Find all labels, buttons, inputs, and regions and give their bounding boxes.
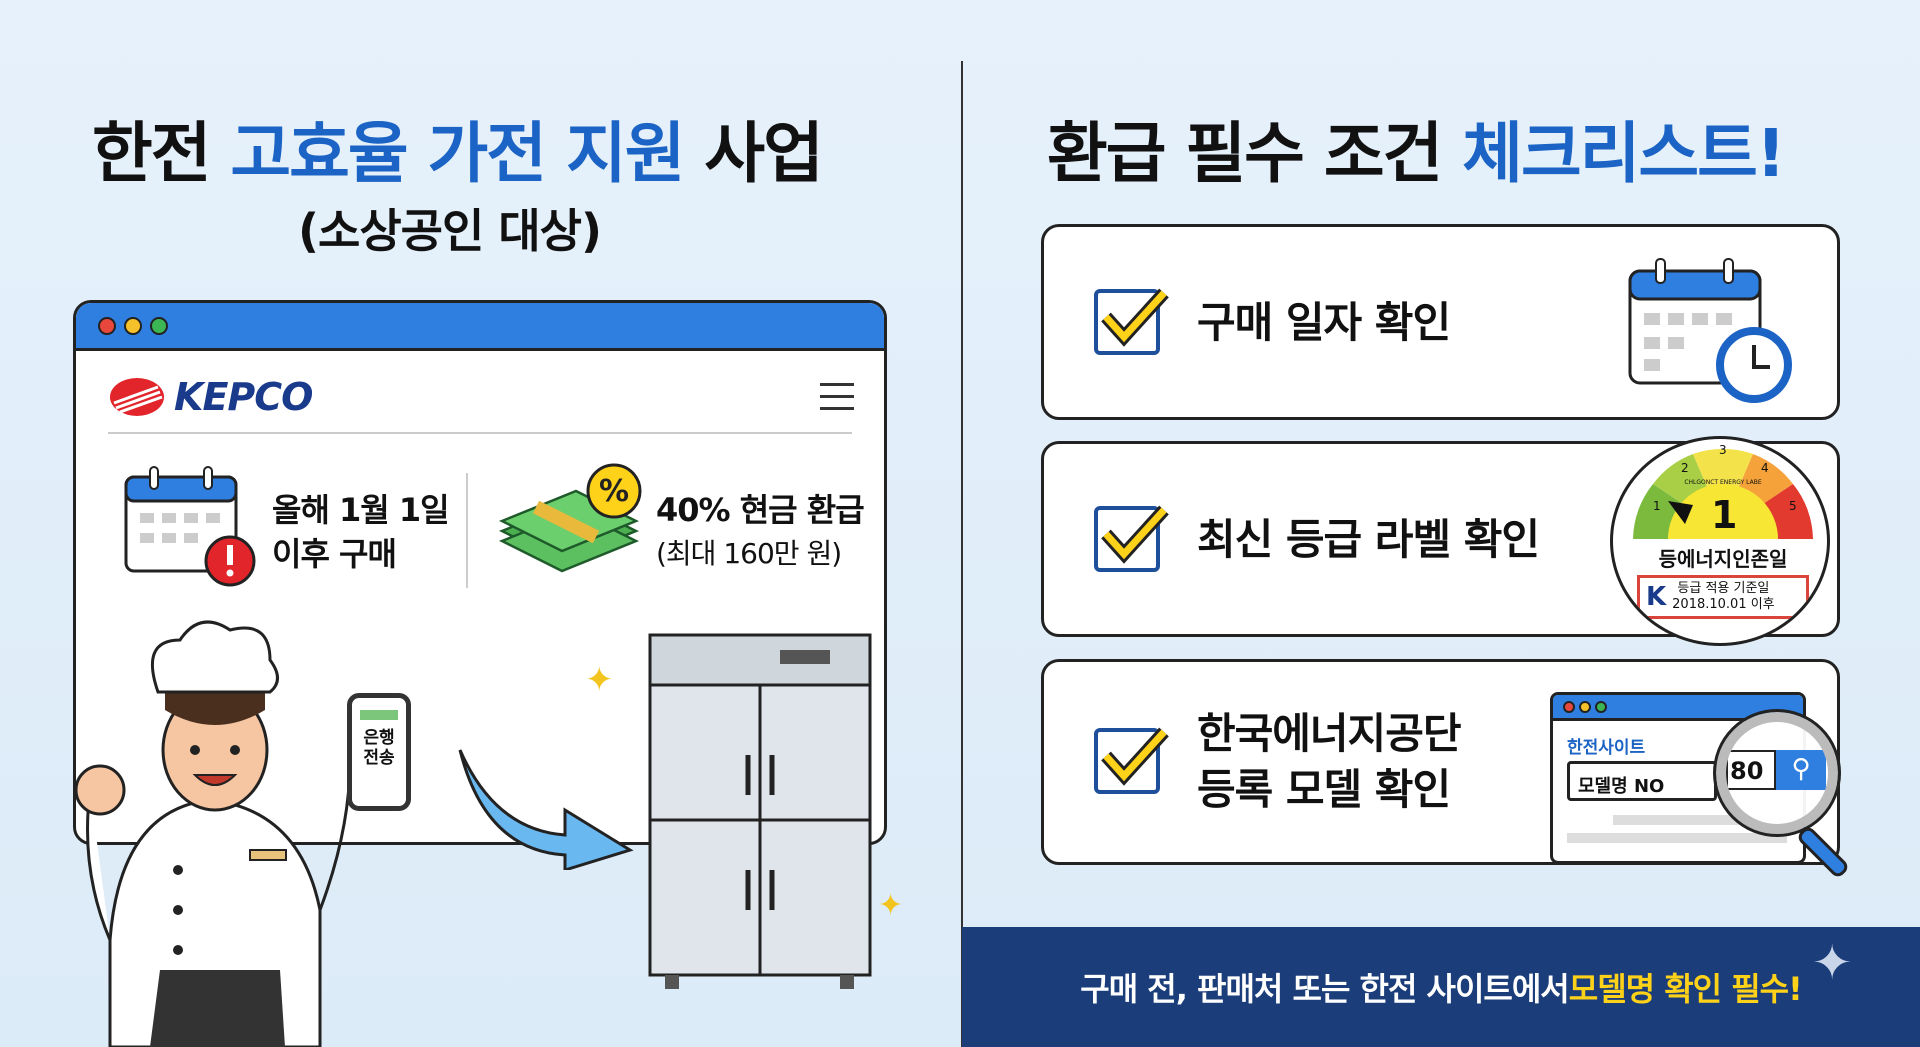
cashback-info: 40% 현금 환급 (최대 160만 원) <box>656 488 865 576</box>
calendar-clock-icon <box>1628 258 1792 403</box>
phone-text: 전송 <box>363 748 395 768</box>
zoomed-input-text: 80 <box>1726 750 1776 790</box>
label-line: 한국에너지공단 <box>1197 709 1461 758</box>
left-title: 한전 고효율 가전 지원 사업 <box>92 100 824 196</box>
title-part: 사업 <box>683 115 823 192</box>
info-line: 이후 구매 <box>272 535 397 573</box>
kc-text: 2018.10.01 이후 <box>1672 597 1775 612</box>
info-line: 올해 1월 1일 <box>272 491 450 529</box>
label-arc-text: CHLGONCT ENERGY LABE <box>1684 479 1762 486</box>
maximize-dot <box>150 316 168 335</box>
sparkle-icon: ✦ <box>878 888 904 923</box>
checkbox-checked[interactable] <box>1094 505 1169 572</box>
energy-efficiency-label: 1 2 3 4 5 CHLGONCT ENERGY LABE 1 등에너지인존일… <box>1610 436 1830 646</box>
browser-titlebar <box>76 303 884 351</box>
grade-number: 3 <box>1719 443 1727 457</box>
grade-number: 4 <box>1761 461 1769 475</box>
model-search-input[interactable]: 모델명 NO <box>1567 761 1717 801</box>
checkmark-icon <box>1101 505 1169 564</box>
sparkle-icon: ✦ <box>1812 935 1853 991</box>
title-part: 환급 필수 조건 <box>1047 115 1463 192</box>
checkbox-checked[interactable] <box>1094 727 1169 794</box>
calendar-alert-icon <box>124 466 256 587</box>
divider <box>466 473 468 588</box>
phone-text: 은행 <box>363 728 395 748</box>
hamburger-menu-icon[interactable] <box>820 383 854 410</box>
banner-text: 구매 전, 판매처 또는 한전 사이트에서 <box>1080 970 1569 1008</box>
search-button-icon[interactable]: ⚲ <box>1776 750 1826 790</box>
refrigerator-illustration <box>648 633 872 989</box>
title-highlight: 고효율 가전 지원 <box>230 115 685 192</box>
site-title: 한전사이트 <box>1567 738 1646 758</box>
placeholder-line <box>1613 815 1783 825</box>
kc-text: 등급 적용 기준일 <box>1677 581 1770 596</box>
cash-money-icon: % <box>498 463 642 573</box>
label-line: 등록 모델 확인 <box>1197 765 1451 814</box>
checkmark-icon <box>1101 727 1169 786</box>
banner-highlight: 모델명 확인 필수! <box>1568 970 1803 1008</box>
checklist-item-purchase-date: 구매 일자 확인 <box>1041 224 1840 420</box>
divider <box>108 432 852 434</box>
left-subtitle: (소상공인 대상) <box>298 204 602 258</box>
minimize-dot <box>124 316 142 335</box>
grade-number: 5 <box>1789 499 1797 513</box>
checklist-item-energy-label: 최신 등급 라벨 확인 1 2 3 4 5 CHLGONCT ENERGY LA… <box>1041 436 1840 646</box>
checklist-label: 구매 일자 확인 <box>1197 298 1451 347</box>
energy-grade: 1 <box>1711 493 1738 537</box>
checklist-label: 최신 등급 라벨 확인 <box>1197 515 1540 564</box>
kepco-wordmark: KEPCO <box>174 375 313 419</box>
sparkle-icon: ✦ <box>585 660 614 700</box>
magnifier-icon: 80 ⚲ <box>1713 709 1841 837</box>
svg-text:%: % <box>599 474 629 509</box>
checkbox-checked[interactable] <box>1094 288 1169 355</box>
close-dot <box>98 316 116 335</box>
kepco-logo-icon <box>110 378 164 416</box>
bottom-banner: 구매 전, 판매처 또는 한전 사이트에서 모델명 확인 필수! <box>962 927 1920 1047</box>
energy-grade-gauge <box>1633 448 1813 539</box>
title-part: 한전 <box>92 115 231 192</box>
arrow-icon <box>458 749 634 870</box>
info-line: (최대 160만 원) <box>656 537 842 570</box>
kepco-logo: KEPCO <box>108 375 313 419</box>
placeholder-line <box>1567 833 1787 843</box>
grade-number: 1 <box>1653 499 1661 513</box>
label-name: 등에너지인존일 <box>1658 547 1788 571</box>
vertical-divider <box>961 61 963 1047</box>
kc-mark-icon: K <box>1646 582 1667 612</box>
right-title: 환급 필수 조건 체크리스트! <box>1047 100 1786 196</box>
info-line: 40% 현금 환급 <box>656 491 865 529</box>
checkmark-icon <box>1101 288 1169 347</box>
title-highlight: 체크리스트! <box>1462 115 1786 192</box>
grade-number: 2 <box>1681 461 1689 475</box>
phone-status-bar <box>360 710 398 720</box>
chef-illustration <box>74 620 352 1047</box>
